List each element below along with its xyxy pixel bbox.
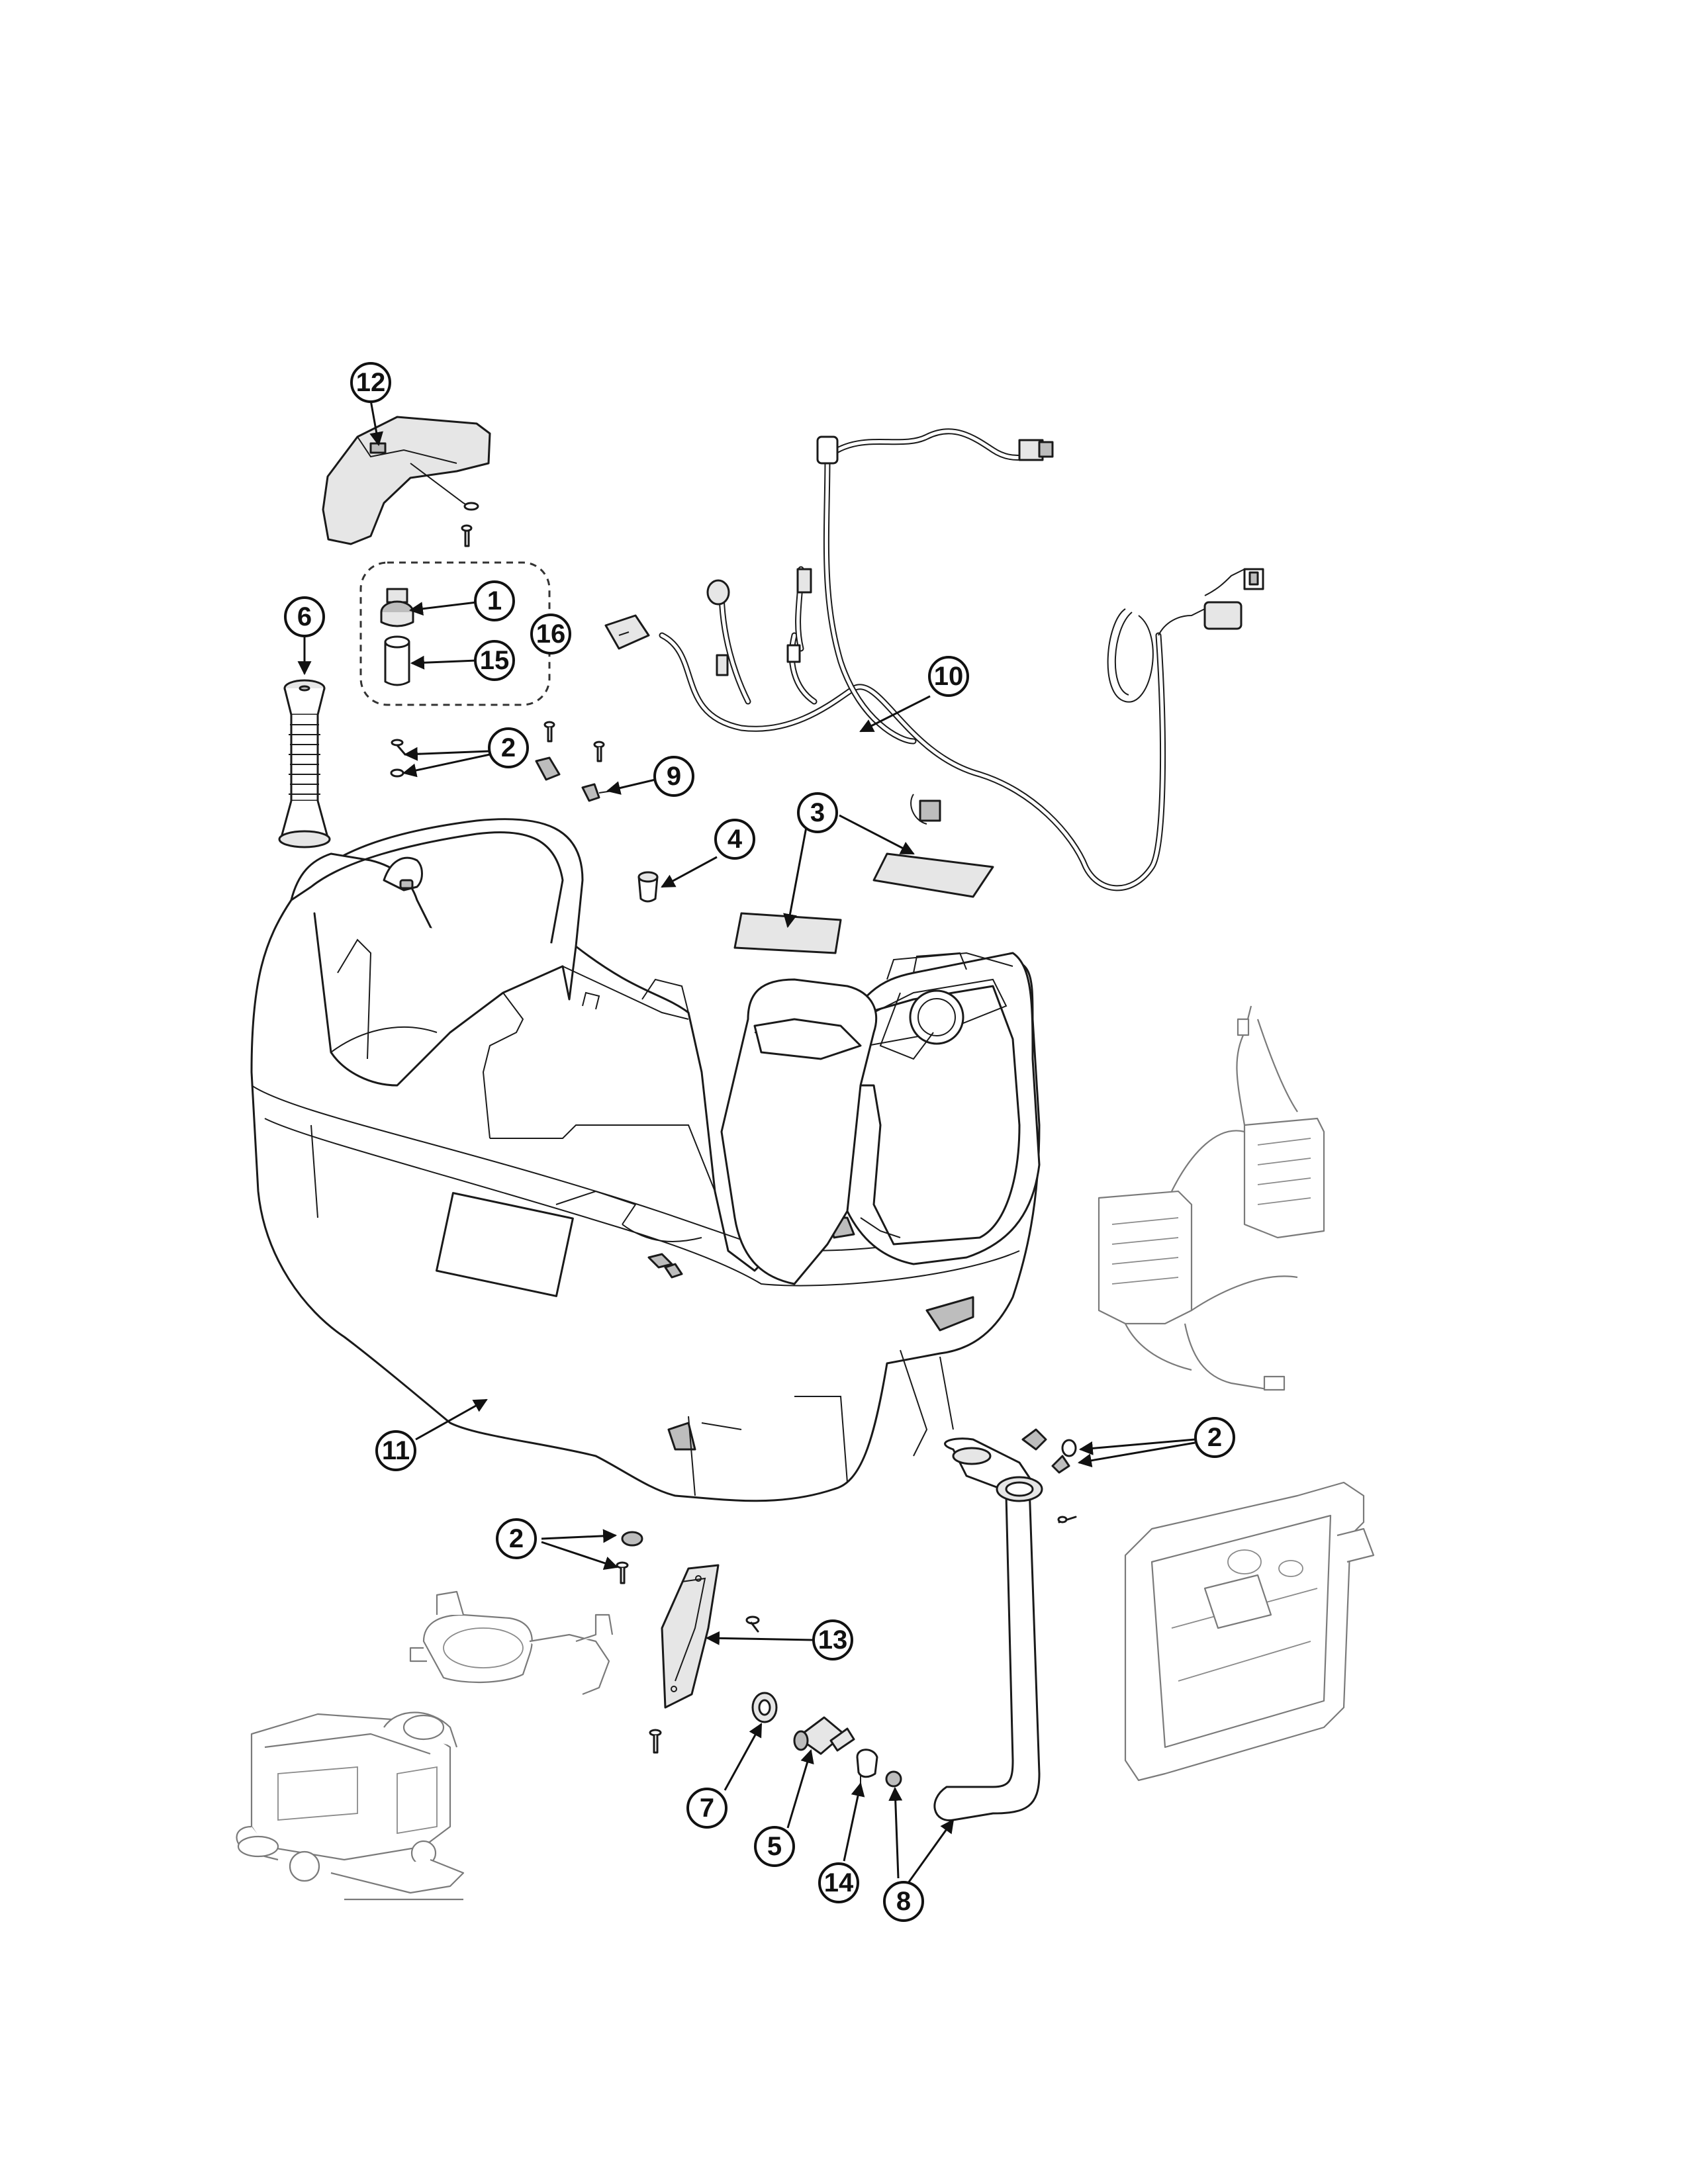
svg-text:5: 5 — [767, 1832, 782, 1861]
part-4-plug — [637, 871, 659, 903]
part-14-clamp — [856, 1749, 878, 1784]
svg-text:7: 7 — [700, 1794, 714, 1823]
svg-text:8: 8 — [896, 1887, 911, 1916]
svg-text:4: 4 — [727, 825, 743, 854]
callout-5: 5 — [754, 1826, 795, 1867]
kit-16-group-outline — [359, 561, 551, 706]
leader-lines — [297, 400, 1196, 1884]
callout-3: 3 — [797, 792, 838, 833]
reference-control-board — [1098, 1005, 1325, 1391]
svg-text:6: 6 — [297, 602, 312, 631]
part-11-recovery-tank — [250, 818, 1041, 1502]
callout-12: 12 — [350, 362, 391, 403]
callout-2-bottom: 2 — [496, 1518, 537, 1559]
reference-filter-assembly — [409, 1590, 614, 1696]
hardware-screws-bottom — [616, 1428, 1077, 1754]
callout-11: 11 — [375, 1430, 416, 1471]
callout-8: 8 — [883, 1881, 924, 1922]
svg-text:10: 10 — [934, 662, 964, 691]
screw-under-cover — [461, 524, 473, 547]
part-7-gasket — [751, 1692, 778, 1723]
part-15-filter-sleeve — [384, 635, 410, 686]
part-3-decals — [733, 852, 994, 954]
reference-scrubber-machine — [236, 1711, 465, 1901]
svg-text:2: 2 — [509, 1524, 524, 1553]
part-10-wire-harness — [604, 428, 1264, 891]
callout-4: 4 — [714, 819, 755, 860]
svg-text:9: 9 — [667, 762, 681, 791]
svg-text:2: 2 — [1207, 1423, 1222, 1452]
callout-7: 7 — [686, 1788, 727, 1829]
svg-text:12: 12 — [356, 368, 386, 397]
callout-10: 10 — [928, 656, 969, 697]
svg-text:11: 11 — [382, 1436, 410, 1465]
part-5-hose-barb — [793, 1716, 855, 1755]
callout-16: 16 — [530, 614, 571, 655]
callout-1: 1 — [474, 580, 515, 621]
svg-text:16: 16 — [536, 619, 566, 649]
callout-2-right: 2 — [1194, 1417, 1235, 1458]
svg-text:13: 13 — [818, 1625, 848, 1655]
svg-text:1: 1 — [487, 586, 502, 615]
part-6-bellows-hose — [278, 679, 331, 848]
callout-15: 15 — [474, 640, 515, 681]
callout-14: 14 — [818, 1862, 859, 1903]
part-8-drain-hose — [885, 1437, 1043, 1821]
callout-2-top: 2 — [488, 727, 529, 768]
callout-6: 6 — [284, 596, 325, 637]
part-13-bracket — [661, 1564, 720, 1709]
callout-9: 9 — [653, 756, 694, 797]
svg-text:2: 2 — [501, 733, 516, 762]
part-1-fitting — [380, 588, 414, 627]
svg-text:15: 15 — [480, 646, 510, 675]
part-12-handle-cover — [322, 416, 491, 545]
svg-text:3: 3 — [810, 798, 825, 827]
reference-tank-lid — [1124, 1481, 1375, 1782]
callout-13: 13 — [812, 1619, 853, 1661]
hardware-screws-top — [390, 721, 613, 802]
svg-text:14: 14 — [824, 1868, 854, 1897]
